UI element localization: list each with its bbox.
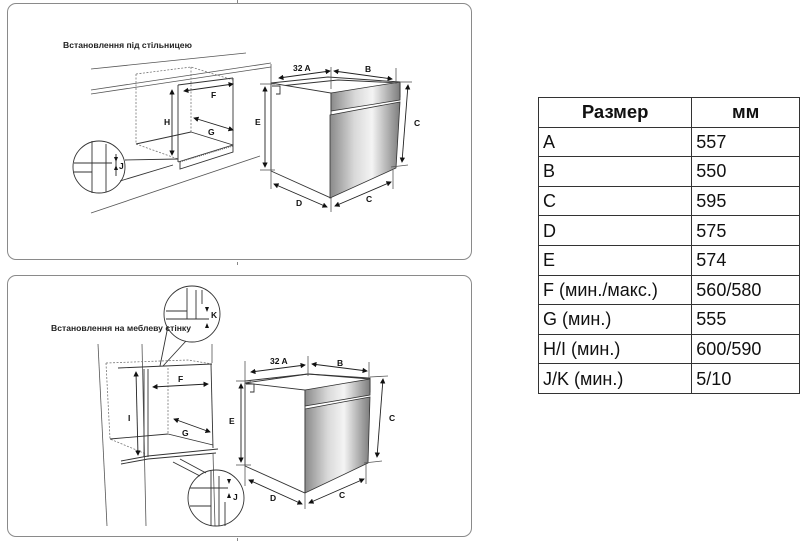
table-header-row: Размер мм: [537, 97, 800, 128]
dimension-f-arrow: [183, 81, 234, 94]
page-tick-bottom: [237, 538, 238, 541]
dimension-d-arrow: [273, 183, 328, 208]
value-cell: 595: [691, 185, 800, 217]
detail-magnifier-j: [172, 458, 245, 527]
size-cell: D: [537, 215, 693, 246]
size-cell: H/I (мин.): [537, 333, 693, 365]
label-f: F: [211, 90, 216, 100]
value-cell: 557: [691, 126, 800, 158]
dimension-i-arrow: [133, 371, 141, 456]
panel-title: Встановлення на меблеву стінку: [51, 323, 191, 333]
table-row: G (мин.)555: [537, 304, 800, 335]
value-cell: 575: [691, 215, 800, 246]
label-b: B: [365, 64, 371, 74]
dimension-b-arrow: [333, 68, 393, 82]
size-cell: E: [537, 244, 693, 276]
oven-illustration: [244, 373, 371, 494]
dimension-c-side-arrow: [374, 378, 386, 458]
table-row: J/K (мин.)5/10: [537, 363, 800, 394]
page-tick-middle: [237, 262, 238, 265]
value-cell: 560/580: [691, 274, 800, 306]
dimension-c-front-arrow: [334, 181, 392, 207]
wall-cabinet-diagram: Встановлення на меблеву стінку I F G: [51, 285, 395, 527]
cabinet-niche: [135, 66, 234, 170]
label-a: 32 A: [293, 63, 311, 73]
table-row: H/I (мин.)600/590: [537, 333, 800, 365]
size-cell: C: [537, 185, 693, 217]
label-e: E: [255, 117, 261, 127]
label-c-front: C: [366, 194, 372, 204]
panel-title: Встановлення під стільницею: [63, 40, 192, 50]
dimension-g-arrow: [193, 116, 234, 132]
label-a: 32 A: [270, 356, 288, 366]
label-e: E: [229, 416, 235, 426]
label-c-front: C: [339, 490, 345, 500]
dimension-c-side-arrow: [399, 84, 411, 163]
dimension-g-arrow: [173, 417, 211, 434]
table-row: F (мин./макс.)560/580: [537, 274, 800, 306]
label-j: J: [119, 161, 124, 171]
tall-cabinet: [97, 343, 219, 527]
value-cell: 5/10: [691, 363, 800, 394]
wall-cabinet-installation-panel: Встановлення на меблеву стінку I F G: [7, 275, 472, 537]
dimension-a-arrow: [250, 362, 306, 375]
size-cell: F (мин./макс.): [537, 274, 693, 306]
label-d: D: [296, 198, 302, 208]
label-f: F: [178, 374, 183, 384]
label-b: B: [337, 358, 343, 368]
page-tick-top: [237, 0, 238, 3]
countertop: [90, 52, 272, 214]
value-cell: 555: [691, 304, 800, 335]
dimension-b-arrow: [311, 361, 368, 374]
label-k: K: [211, 310, 218, 320]
detail-magnifier-k: [159, 285, 221, 367]
under-counter-installation-panel: Встановлення під стільницею H F G: [7, 3, 472, 260]
label-d: D: [270, 493, 276, 503]
label-i: I: [128, 413, 130, 423]
size-cell: G (мин.): [537, 304, 693, 335]
size-cell: A: [537, 126, 693, 158]
value-cell: 550: [691, 156, 800, 187]
oven-illustration: [270, 76, 401, 199]
value-cell: 574: [691, 244, 800, 276]
label-h: H: [164, 117, 170, 127]
header-mm: мм: [691, 97, 800, 128]
dimension-f-arrow: [152, 381, 209, 390]
dimension-c-front-arrow: [308, 478, 365, 504]
label-j: J: [233, 492, 238, 502]
dimension-d-arrow: [248, 479, 303, 505]
detail-magnifier-j: [72, 140, 179, 194]
label-c-side: C: [389, 413, 395, 423]
label-g: G: [182, 428, 189, 438]
header-size: Размер: [537, 97, 693, 128]
dimension-a-arrow: [278, 68, 331, 81]
label-c-side: C: [414, 118, 420, 128]
size-cell: B: [537, 156, 693, 187]
label-g: G: [208, 127, 215, 137]
size-cell: J/K (мин.): [537, 363, 693, 394]
value-cell: 600/590: [691, 333, 800, 365]
under-counter-diagram: Встановлення під стільницею H F G: [63, 40, 420, 214]
